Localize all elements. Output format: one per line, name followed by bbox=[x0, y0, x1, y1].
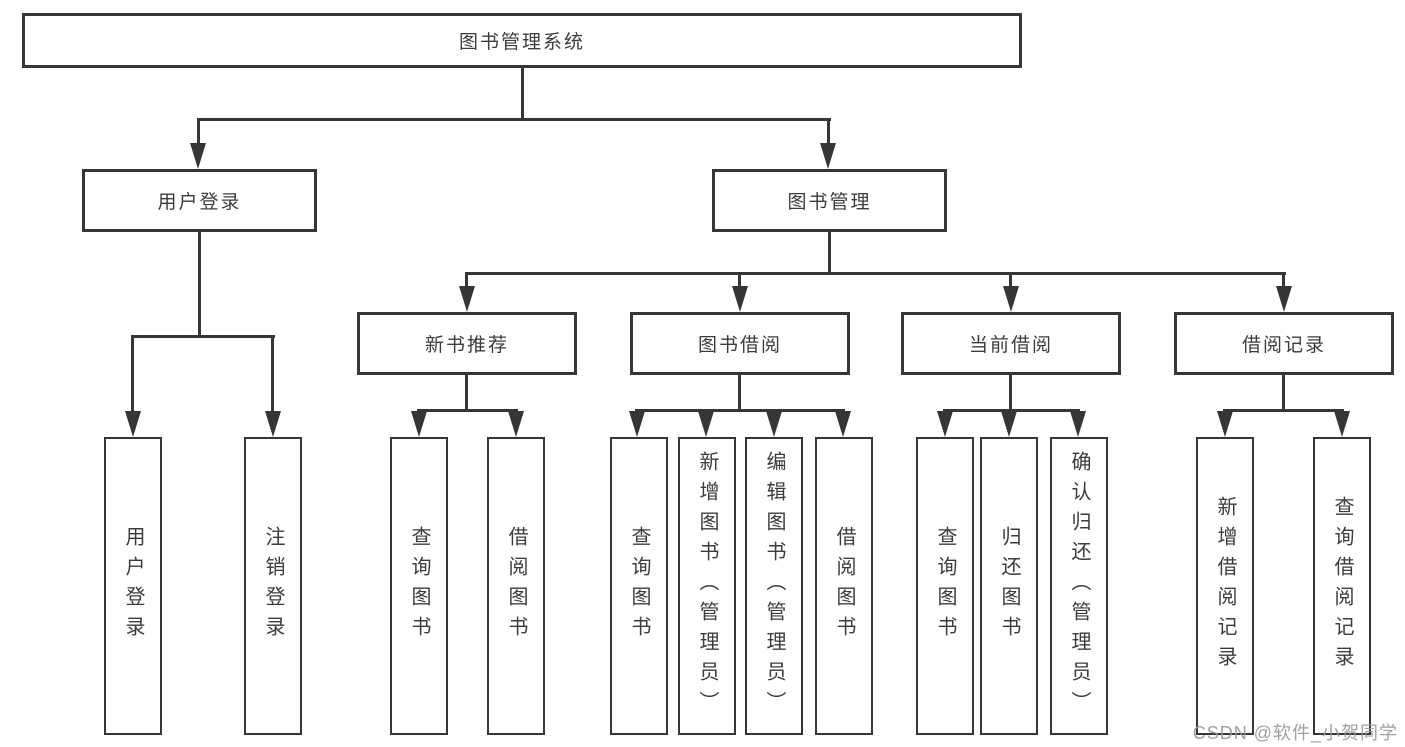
leaf-query-books-recommend: 查询图书 bbox=[390, 437, 448, 735]
connector-user-login-stem bbox=[198, 232, 201, 335]
arrowhead-icon bbox=[508, 411, 524, 437]
leaf-user-login: 用户登录 bbox=[104, 437, 162, 735]
connector-drop-leaf-user-login bbox=[131, 335, 134, 413]
leaf-add-books-admin: 新增图书（管理员） bbox=[678, 437, 736, 735]
connector-drop-book-borrowing bbox=[738, 272, 741, 288]
leaf-label: 新增图书（管理员） bbox=[696, 451, 718, 721]
leaf-label: 查询图书 bbox=[408, 526, 430, 646]
leaf-logout: 注销登录 bbox=[244, 437, 302, 735]
connector-new-book-horizontal bbox=[417, 409, 518, 412]
connector-borrowing-records-stem bbox=[1282, 375, 1285, 409]
leaf-borrow-books-borrowing: 借阅图书 bbox=[815, 437, 873, 735]
connector-drop-user-login bbox=[197, 118, 200, 145]
leaf-label: 查询借阅记录 bbox=[1331, 496, 1353, 676]
node-label: 用户登录 bbox=[157, 192, 242, 213]
arrowhead-icon bbox=[835, 411, 851, 437]
connector-drop-leaf-logout bbox=[271, 335, 274, 413]
connector-drop-book-management bbox=[827, 118, 830, 145]
node-label: 图书管理 bbox=[787, 192, 872, 213]
csdn-watermark: CSDN @软件_小贺同学 bbox=[1192, 723, 1398, 743]
node-borrowing-records: 借阅记录 bbox=[1174, 312, 1394, 375]
leaf-label: 注销登录 bbox=[262, 526, 284, 646]
connector-l3-horizontal bbox=[465, 272, 1286, 275]
leaf-query-books-current: 查询图书 bbox=[916, 437, 974, 735]
arrowhead-icon bbox=[459, 286, 475, 312]
arrowhead-icon bbox=[766, 411, 782, 437]
connector-l1-horizontal bbox=[197, 118, 831, 121]
connector-user-login-horizontal bbox=[131, 335, 275, 338]
node-label: 当前借阅 bbox=[968, 335, 1053, 356]
arrowhead-icon bbox=[1217, 411, 1233, 437]
node-label: 借阅记录 bbox=[1241, 335, 1326, 356]
connector-current-borrowing-stem bbox=[1009, 375, 1012, 409]
leaf-confirm-return-admin: 确认归还（管理员） bbox=[1050, 437, 1108, 735]
leaf-label: 确认归还（管理员） bbox=[1068, 451, 1090, 721]
arrowhead-icon bbox=[1001, 411, 1017, 437]
connector-borrowing-records-horizontal bbox=[1223, 409, 1344, 412]
leaf-borrow-books-recommend: 借阅图书 bbox=[487, 437, 545, 735]
node-label: 图书借阅 bbox=[697, 335, 782, 356]
leaf-query-borrow-record: 查询借阅记录 bbox=[1313, 437, 1371, 735]
leaf-query-books-borrowing: 查询图书 bbox=[610, 437, 668, 735]
leaf-return-books: 归还图书 bbox=[980, 437, 1038, 735]
connector-drop-current-borrowing bbox=[1009, 272, 1012, 288]
node-book-borrowing: 图书借阅 bbox=[630, 312, 850, 375]
arrowhead-icon bbox=[125, 411, 141, 437]
connector-new-book-stem bbox=[465, 375, 468, 409]
arrowhead-icon bbox=[1276, 286, 1292, 312]
arrowhead-icon bbox=[820, 143, 836, 169]
leaf-label: 归还图书 bbox=[998, 526, 1020, 646]
node-new-book-recommendation: 新书推荐 bbox=[357, 312, 577, 375]
arrowhead-icon bbox=[190, 143, 206, 169]
leaf-label: 用户登录 bbox=[122, 526, 144, 646]
arrowhead-icon bbox=[629, 411, 645, 437]
leaf-edit-books-admin: 编辑图书（管理员） bbox=[745, 437, 803, 735]
arrowhead-icon bbox=[698, 411, 714, 437]
leaf-label: 借阅图书 bbox=[833, 526, 855, 646]
node-book-management: 图书管理 bbox=[712, 169, 947, 232]
connector-book-borrowing-stem bbox=[738, 375, 741, 409]
node-current-borrowing: 当前借阅 bbox=[901, 312, 1121, 375]
leaf-label: 编辑图书（管理员） bbox=[763, 451, 785, 721]
leaf-label: 查询图书 bbox=[628, 526, 650, 646]
leaf-label: 查询图书 bbox=[934, 526, 956, 646]
arrowhead-icon bbox=[937, 411, 953, 437]
arrowhead-icon bbox=[1003, 286, 1019, 312]
connector-drop-borrowing-records bbox=[1282, 272, 1285, 288]
connector-root-stem bbox=[521, 68, 524, 118]
leaf-label: 借阅图书 bbox=[505, 526, 527, 646]
connector-book-borrowing-horizontal bbox=[635, 409, 845, 412]
node-label: 图书管理系统 bbox=[458, 32, 585, 53]
node-user-login: 用户登录 bbox=[82, 169, 317, 232]
connector-drop-new-book bbox=[465, 272, 468, 288]
connector-current-borrowing-horizontal bbox=[943, 409, 1080, 412]
arrowhead-icon bbox=[1070, 411, 1086, 437]
arrowhead-icon bbox=[265, 411, 281, 437]
leaf-label: 新增借阅记录 bbox=[1214, 496, 1236, 676]
leaf-add-borrow-record: 新增借阅记录 bbox=[1196, 437, 1254, 735]
arrowhead-icon bbox=[1334, 411, 1350, 437]
arrowhead-icon bbox=[411, 411, 427, 437]
node-library-system: 图书管理系统 bbox=[22, 13, 1022, 68]
arrowhead-icon bbox=[732, 286, 748, 312]
connector-book-management-stem bbox=[828, 232, 831, 272]
node-label: 新书推荐 bbox=[424, 335, 509, 356]
